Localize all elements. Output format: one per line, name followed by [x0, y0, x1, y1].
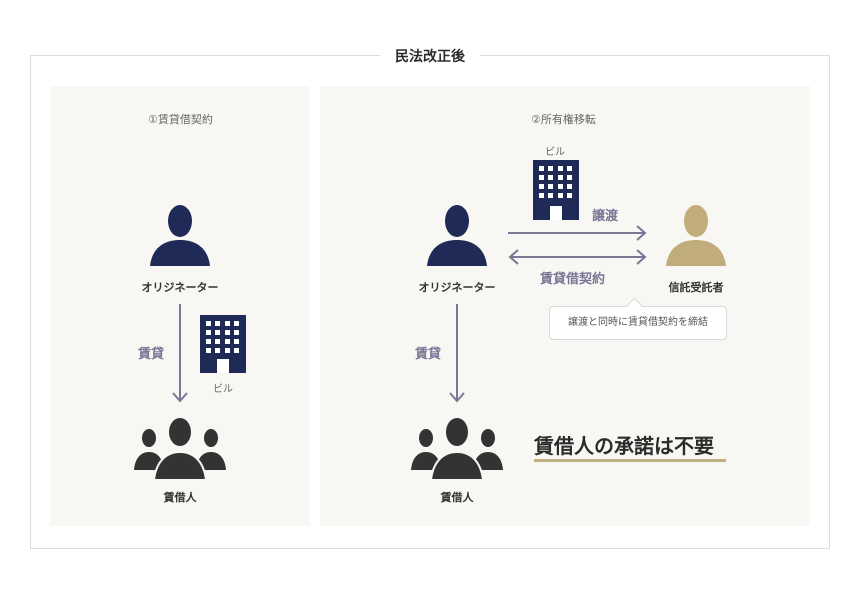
page-title: 民法改正後 [380, 46, 480, 68]
trustee-person-icon [666, 205, 726, 266]
right-originator-label: オリジネーター [418, 281, 496, 294]
right-panel-heading: ②所有権移転 [531, 113, 596, 126]
right-building-label: ビル [545, 147, 565, 158]
right-tenants-group-icon [411, 416, 503, 481]
lease-contract-label: 賃貸借契約 [540, 272, 606, 287]
headline-no-consent: 賃借人の承諾は不要 [534, 434, 714, 458]
left-originator-label: オリジネーター [141, 281, 219, 294]
left-panel-heading: ①賃貸借契約 [148, 113, 213, 126]
transfer-arrow-icon [508, 225, 647, 241]
left-building-icon [200, 315, 246, 373]
right-tenants-label: 賃借人 [440, 491, 474, 504]
left-lease-arrow-label: 賃貸 [138, 347, 165, 362]
headline-underline [534, 459, 726, 462]
originator-person-icon [150, 205, 210, 266]
trustee-label: 信託受託者 [668, 281, 724, 294]
right-lease-arrow-icon [449, 304, 465, 403]
transfer-label: 譲渡 [592, 209, 619, 224]
left-tenants-group-icon [134, 416, 226, 481]
callout-box: 譲渡と同時に賃貸借契約を締結 [549, 306, 727, 340]
callout-text: 譲渡と同時に賃貸借契約を締結 [568, 317, 708, 328]
right-originator-person-icon [427, 205, 487, 266]
lease-bidirectional-arrow-icon [508, 249, 647, 265]
right-lease-arrow-label: 賃貸 [415, 347, 442, 362]
left-building-label: ビル [213, 384, 233, 395]
left-lease-arrow-icon [172, 304, 188, 403]
right-building-icon [533, 160, 579, 220]
left-tenants-label: 賃借人 [163, 491, 197, 504]
